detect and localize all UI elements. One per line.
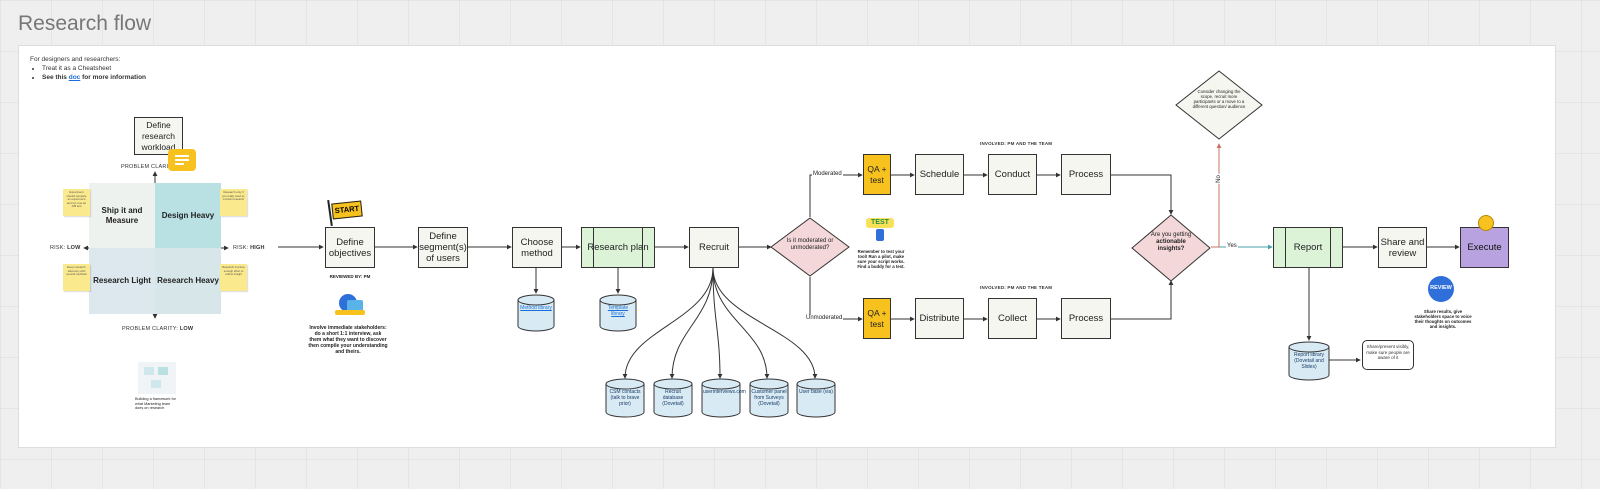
- framework-thumbnail[interactable]: Building a framework for what Marketing …: [134, 360, 180, 424]
- sticky-note[interactable]: Experiment should compare an experiment …: [63, 189, 90, 216]
- define-segments-node[interactable]: Define segment(s) of users: [418, 227, 468, 268]
- conduct-node[interactable]: Conduct: [988, 154, 1037, 195]
- process-bottom-node[interactable]: Process: [1061, 298, 1111, 339]
- edge-label-moderated: Moderated: [812, 171, 843, 177]
- edge-label-yes: Yes: [1226, 243, 1238, 249]
- intro-heading: For designers and researchers:: [30, 56, 121, 63]
- actionable-diamond: [1131, 214, 1211, 282]
- intro-bullet-2-pre: See this: [42, 74, 69, 81]
- recruit-database-db[interactable]: Recruit database (Dovetail): [653, 378, 693, 418]
- test-note: Remember to test your tool! Run a pilot,…: [857, 249, 905, 269]
- thumbnail-preview-image: [138, 362, 176, 394]
- quad-research-heavy: Research Heavy: [155, 248, 221, 314]
- template-library-db[interactable]: Template library: [599, 294, 637, 332]
- customer-panel-db[interactable]: Customer panel from Surveys (Dovetail): [749, 378, 789, 418]
- userinterviews-db[interactable]: userinterviews.com: [701, 378, 746, 418]
- moderated-question: Is it moderated or unmoderated?: [786, 238, 834, 251]
- edge-label-unmoderated: Unmoderated: [805, 315, 844, 321]
- qa-test-top-node[interactable]: QA + test: [863, 154, 891, 195]
- board-title: Research flow: [18, 12, 152, 35]
- stakeholder-illustration-icon: [335, 290, 365, 318]
- schedule-node[interactable]: Schedule: [915, 154, 964, 195]
- involved-bottom-label: INVOLVED: PM AND THE TEAM: [980, 285, 1053, 290]
- edge-label-no: No: [1215, 174, 1222, 184]
- axis-label-right: RISK: HIGH: [233, 245, 265, 251]
- review-badge-icon: REVIEW: [1428, 276, 1454, 302]
- report-library-db[interactable]: Report library (Dovetail and Slides): [1288, 341, 1330, 381]
- doc-link[interactable]: doc: [68, 74, 81, 81]
- intro-bullet-2: See this doc for more information: [42, 73, 146, 82]
- template-library-link[interactable]: Template library: [607, 305, 629, 317]
- involved-top-label: INVOLVED: PM AND THE TEAM: [980, 141, 1053, 146]
- axis-label-top: PROBLEM CLARITY: HIGH: [121, 164, 194, 170]
- quad-ship-it: Ship it and Measure: [89, 183, 155, 248]
- actionable-question: Are you getting actionable insights?: [1150, 232, 1192, 252]
- define-workload-node[interactable]: Define research workload: [134, 117, 183, 155]
- quad-research-light: Research Light: [89, 248, 155, 314]
- comment-icon[interactable]: [168, 149, 196, 171]
- intro-bullet-1: Treat it as a Cheatsheet: [42, 64, 146, 73]
- test-sticker-icon: TEST: [866, 218, 894, 242]
- axis-label-bottom: PROBLEM CLARITY: LOW: [122, 326, 194, 332]
- distribute-node[interactable]: Distribute: [915, 298, 964, 339]
- thumbnail-caption: Building a framework for what Marketing …: [135, 397, 176, 411]
- start-flag-icon: START: [327, 199, 363, 227]
- stakeholders-note: Involve immediate stakeholders: do a sho…: [308, 325, 388, 355]
- intro-bullet-2-post: for more information: [80, 74, 147, 81]
- quad-design-heavy: Design Heavy: [155, 183, 221, 248]
- define-objectives-node[interactable]: Define objectives: [325, 227, 375, 268]
- collect-node[interactable]: Collect: [988, 298, 1037, 339]
- user-base-db[interactable]: User base (via): [796, 378, 836, 418]
- consider-diamond: [1175, 70, 1263, 140]
- party-emoji-icon: [1478, 215, 1494, 231]
- sticky-note[interactable]: Deep research, discovery with several me…: [63, 264, 90, 291]
- axis-label-left: RISK: LOW: [50, 245, 81, 251]
- execute-node[interactable]: Execute: [1460, 227, 1509, 268]
- intro-note: For designers and researchers: Treat it …: [30, 55, 146, 82]
- share-review-node[interactable]: Share and review: [1378, 227, 1427, 268]
- qa-test-bottom-node[interactable]: QA + test: [863, 298, 891, 339]
- moderated-diamond: [770, 217, 850, 277]
- choose-method-node[interactable]: Choose method: [512, 227, 562, 268]
- sticky-note[interactable]: Research involves enough effort to colle…: [220, 264, 247, 291]
- research-plan-node[interactable]: Research plan: [581, 227, 655, 268]
- sticky-note[interactable]: Research only if you really need to; con…: [220, 189, 247, 216]
- recruit-node[interactable]: Recruit: [689, 227, 739, 268]
- method-library-db[interactable]: Method library: [517, 294, 555, 332]
- method-library-link[interactable]: Method library: [520, 305, 552, 311]
- consider-note: Consider changing the scope, recruit mor…: [1192, 89, 1246, 109]
- share-note: Share results, give stakeholders space t…: [1414, 309, 1472, 329]
- process-top-node[interactable]: Process: [1061, 154, 1111, 195]
- csm-contacts-db[interactable]: CSM contacts (talk to brave prior): [605, 378, 645, 418]
- report-speech-bubble: Share/present visibly, make sure people …: [1362, 340, 1414, 370]
- report-node[interactable]: Report: [1273, 227, 1343, 268]
- reviewed-by-label: REVIEWED BY: PM: [329, 274, 371, 279]
